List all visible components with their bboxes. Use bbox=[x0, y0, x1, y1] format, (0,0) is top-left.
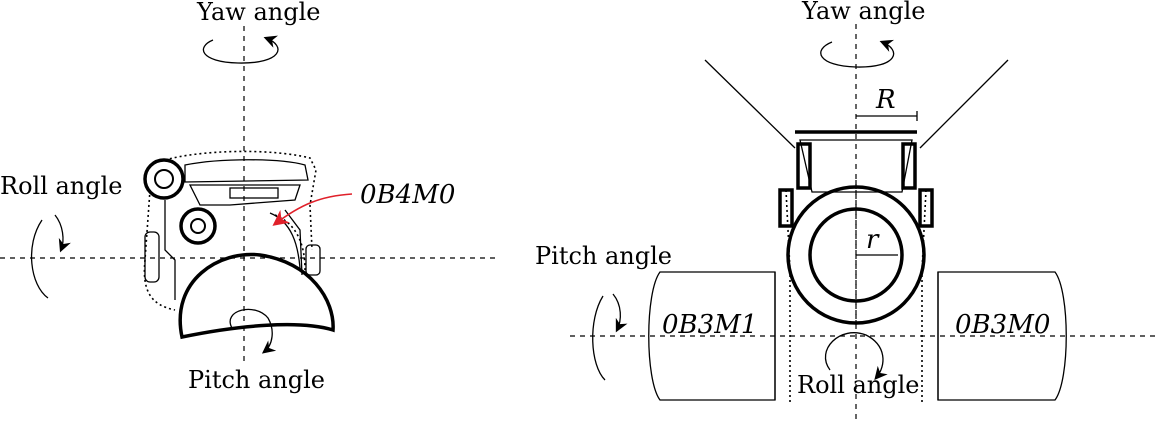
right-clamp bbox=[901, 142, 917, 190]
inner-radius-label: r bbox=[866, 225, 880, 255]
gimbal-device bbox=[143, 150, 321, 311]
cup-body bbox=[799, 139, 913, 193]
left-roll-rotation-arrow-head bbox=[54, 214, 71, 253]
left-motor-label: 0B3M1 bbox=[662, 310, 757, 340]
right-pitch-label: Pitch angle bbox=[535, 242, 672, 270]
device-arm bbox=[188, 184, 301, 206]
right-motor-body bbox=[937, 271, 1067, 401]
right-pitch-rotation-arrow-head bbox=[612, 293, 628, 333]
left-clamp bbox=[796, 142, 812, 190]
upper-wheel-hub bbox=[154, 169, 174, 189]
side-track-dotted bbox=[274, 214, 306, 271]
right-yaw-label: Yaw angle bbox=[801, 0, 925, 25]
right-pitch-rotation-arrow bbox=[592, 295, 606, 381]
outer-radius-label: R bbox=[875, 85, 896, 115]
right-motor bbox=[921, 270, 1067, 405]
lower-wheel-hub bbox=[190, 218, 206, 234]
left-pitch-rotation-arrow bbox=[229, 308, 277, 354]
pitch-bowl bbox=[178, 252, 335, 340]
right-roll-rotation-arrow bbox=[824, 332, 888, 380]
left-part-label: 0B4M0 bbox=[360, 180, 455, 210]
left-roll-label: Roll angle bbox=[0, 172, 123, 200]
left-motor bbox=[648, 270, 791, 405]
part-pointer-arrow bbox=[272, 193, 353, 226]
upper-wheel bbox=[143, 158, 185, 200]
device-left-dotted bbox=[143, 189, 176, 311]
funnel-right-line bbox=[919, 59, 1009, 149]
right-roll-label: Roll angle bbox=[797, 371, 920, 399]
device-slot bbox=[229, 187, 279, 199]
left-figure: Yaw angle Roll angle Pitch angle 0B4M0 bbox=[0, 0, 500, 394]
left-roll-rotation-arrow bbox=[30, 219, 49, 299]
left-pitch-label: Pitch angle bbox=[188, 366, 325, 394]
funnel-left-line bbox=[704, 59, 796, 149]
left-yaw-rotation-arrow bbox=[202, 35, 279, 64]
device-outer-dotted bbox=[164, 150, 317, 251]
left-motor-body bbox=[648, 271, 776, 401]
device-left-frame bbox=[164, 200, 176, 300]
lower-wheel bbox=[179, 207, 217, 245]
device-top-plate bbox=[184, 159, 309, 183]
left-knob bbox=[144, 231, 160, 283]
right-yaw-rotation-arrow bbox=[820, 39, 895, 68]
right-figure: Yaw angle Pitch angle Roll angle 0B3M1 0… bbox=[535, 0, 1158, 421]
right-motor-label: 0B3M0 bbox=[955, 310, 1050, 340]
left-yaw-label: Yaw angle bbox=[196, 0, 320, 26]
right-knob bbox=[305, 244, 321, 276]
